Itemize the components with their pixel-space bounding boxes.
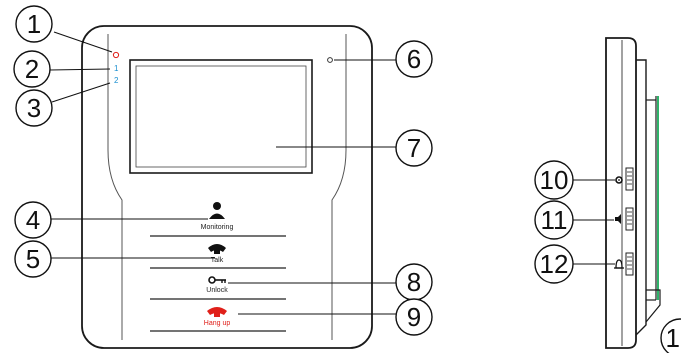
callout-11: 11 xyxy=(541,205,568,235)
callout-circle-11 xyxy=(534,200,574,240)
hang-up-button[interactable]: Hang up xyxy=(150,307,286,332)
leader-3 xyxy=(51,82,111,103)
monitoring-label: Monitoring xyxy=(201,224,234,231)
callout-circle-3 xyxy=(15,89,53,127)
phone-handset-icon xyxy=(208,244,226,254)
callouts xyxy=(13,5,681,353)
leader-1 xyxy=(53,31,113,53)
hang-up-label: Hang up xyxy=(204,320,231,327)
callout-circle-12 xyxy=(534,244,574,284)
callout-circle-9 xyxy=(395,298,433,336)
hang-up-handset-icon xyxy=(207,307,227,317)
bell-icon xyxy=(614,259,624,269)
callout-4: 4 xyxy=(26,205,40,235)
callout-10: 10 xyxy=(540,165,569,195)
side-view xyxy=(605,37,661,349)
talk-label: Talk xyxy=(211,257,224,264)
gear-icon xyxy=(615,176,623,184)
callout-circle-2 xyxy=(13,50,51,88)
unlock-button[interactable]: Unlock xyxy=(150,276,286,300)
callout-5: 5 xyxy=(26,244,40,274)
panel-contour-left xyxy=(107,34,123,340)
leader-2 xyxy=(49,68,111,71)
callout-circle-1 xyxy=(15,5,53,43)
person-icon xyxy=(209,202,225,219)
key-icon xyxy=(208,276,226,284)
callout-numbers: 1 2 3 4 5 6 7 8 9 10 11 12 13 xyxy=(25,9,681,353)
talk-button[interactable]: Talk xyxy=(150,244,286,269)
callout-7: 7 xyxy=(407,133,421,163)
led-1-label: 1 xyxy=(114,64,119,73)
callout-1: 1 xyxy=(27,9,41,39)
camera-hole-icon xyxy=(327,57,333,63)
callout-circle-5 xyxy=(14,240,52,278)
callout-6: 6 xyxy=(407,44,421,74)
callout-circle-13 xyxy=(660,318,681,353)
side-body xyxy=(605,37,637,349)
callout-2: 2 xyxy=(25,54,39,84)
ring-wheel[interactable] xyxy=(614,252,634,276)
speaker-icon xyxy=(615,214,621,224)
callout-circle-6 xyxy=(395,40,433,78)
callout-3: 3 xyxy=(27,93,41,123)
callout-9: 9 xyxy=(407,302,421,332)
unlock-label: Unlock xyxy=(206,287,228,294)
callout-13: 13 xyxy=(666,323,681,353)
callout-circle-7 xyxy=(395,129,433,167)
led-2-label: 2 xyxy=(114,76,119,85)
panel-contour-right xyxy=(331,34,347,340)
callout-circle-4 xyxy=(14,201,52,239)
callout-8: 8 xyxy=(407,267,421,297)
monitoring-button[interactable]: Monitoring xyxy=(150,202,286,237)
callout-circle-10 xyxy=(534,160,574,200)
callout-12: 12 xyxy=(540,249,569,279)
front-panel: 1 2 Monitoring Talk xyxy=(81,25,373,349)
display-screen-inner xyxy=(135,65,307,168)
settings-wheel[interactable] xyxy=(615,167,634,191)
side-bracket xyxy=(635,59,647,336)
power-led-icon xyxy=(112,51,120,59)
volume-wheel[interactable] xyxy=(615,207,634,231)
